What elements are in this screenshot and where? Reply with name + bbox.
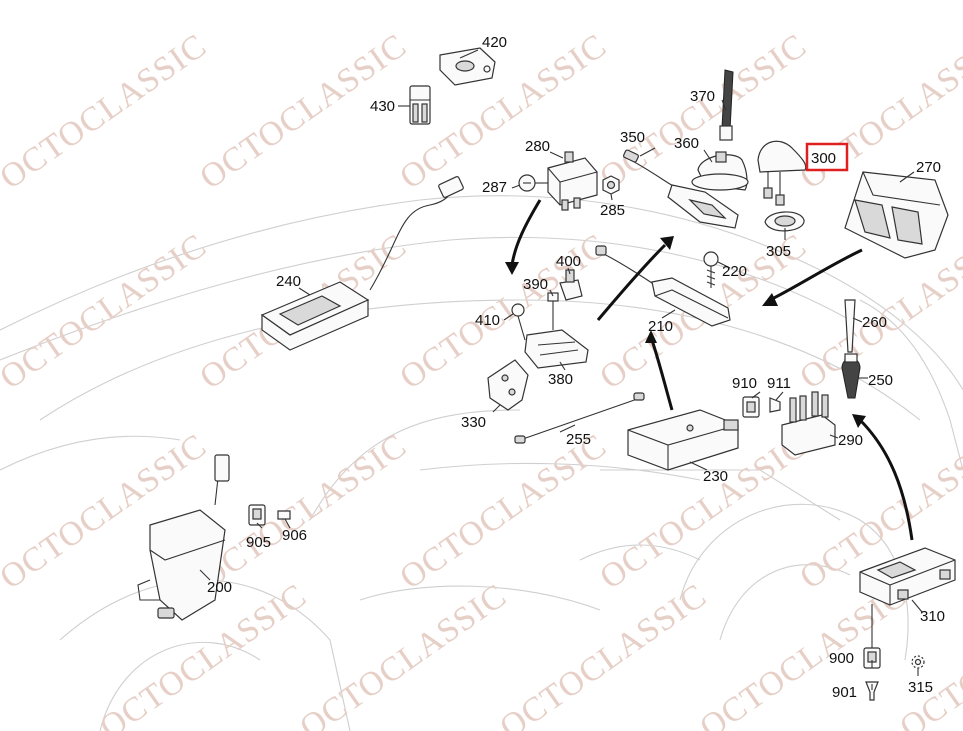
part-240-module[interactable] [260,176,464,351]
part-350-cable[interactable] [623,149,739,229]
label-255: 255 [566,431,591,448]
label-390: 390 [523,276,548,293]
part-906-pin[interactable] [277,510,291,520]
label-330: 330 [461,414,486,431]
label-200: 200 [207,579,232,596]
arrows [505,199,914,541]
part-220-screw[interactable] [703,251,719,288]
label-300: 300 [811,150,836,167]
label-210: 210 [648,318,673,335]
watermark-text: OCTOCLASSIC [0,27,213,197]
part-911-pin[interactable] [769,397,781,413]
label-310: 310 [920,608,945,625]
label-220: 220 [722,263,747,280]
label-350: 350 [620,129,645,146]
label-910: 910 [732,375,757,392]
label-270: 270 [916,159,941,176]
part-370-rod-antenna[interactable] [719,69,734,141]
label-900: 900 [829,650,854,667]
part-305-gasket[interactable] [764,211,805,232]
part-360-antenna-base[interactable] [691,151,749,191]
part-287-screw[interactable] [518,174,548,192]
part-270-housing[interactable] [844,171,949,259]
part-905-connector[interactable] [248,504,266,526]
part-255-wire[interactable] [514,392,645,444]
part-290-socket-block[interactable] [781,391,836,456]
part-330-bracket[interactable] [487,359,529,411]
part-250-antenna-foot[interactable] [841,353,861,399]
label-410: 410 [475,312,500,329]
part-210-cable-module[interactable] [595,245,731,327]
label-230: 230 [703,468,728,485]
callout-labels: 420 430 280 287 285 350 360 370 300 305 … [207,34,945,701]
label-360: 360 [674,135,699,152]
watermark-text: OCTOCLASSIC [393,427,613,597]
label-280: 280 [525,138,550,155]
part-300-shark-fin-antenna[interactable] [757,140,807,206]
part-380-bracket[interactable] [524,329,589,369]
label-911: 911 [767,375,791,392]
label-260: 260 [862,314,887,331]
part-400-clip[interactable] [559,269,583,301]
label-400: 400 [556,253,581,270]
label-285: 285 [600,202,625,219]
label-901: 901 [832,684,857,701]
label-305: 305 [766,243,791,260]
label-380: 380 [548,371,573,388]
part-315-washer[interactable] [911,655,925,669]
label-240: 240 [276,273,301,290]
part-285-nut[interactable] [602,175,620,195]
highlight-box [805,142,849,172]
label-430: 430 [370,98,395,115]
watermark-text: OCTOCLASSIC [0,227,213,397]
watermark-layer: OCTOCLASSICOCTOCLASSICOCTOCLASSICOCTOCLA… [0,27,963,731]
part-280-relay[interactable] [547,151,598,211]
part-310-module[interactable] [859,547,956,606]
watermark-text: OCTOCLASSIC [293,577,513,731]
part-230-receiver[interactable] [627,409,739,471]
part-390-bolt[interactable] [547,292,559,330]
label-906: 906 [282,527,307,544]
watermark-text: OCTOCLASSIC [193,427,413,597]
part-430-connector[interactable] [409,85,431,125]
label-290: 290 [838,432,863,449]
part-901-pin[interactable] [865,681,879,701]
part-200-reservoir[interactable] [137,454,230,621]
label-420: 420 [482,34,507,51]
label-370: 370 [690,88,715,105]
label-250: 250 [868,372,893,389]
label-905: 905 [246,534,271,551]
part-260-antenna-rod[interactable] [844,299,856,353]
watermark-text: OCTOCLASSIC [493,577,713,731]
part-420-bracket[interactable] [439,47,496,86]
part-410-screw[interactable] [511,303,526,341]
label-315: 315 [908,679,933,696]
leader-lines [199,49,923,690]
label-287: 287 [482,179,507,196]
part-910-connector[interactable] [742,396,760,418]
